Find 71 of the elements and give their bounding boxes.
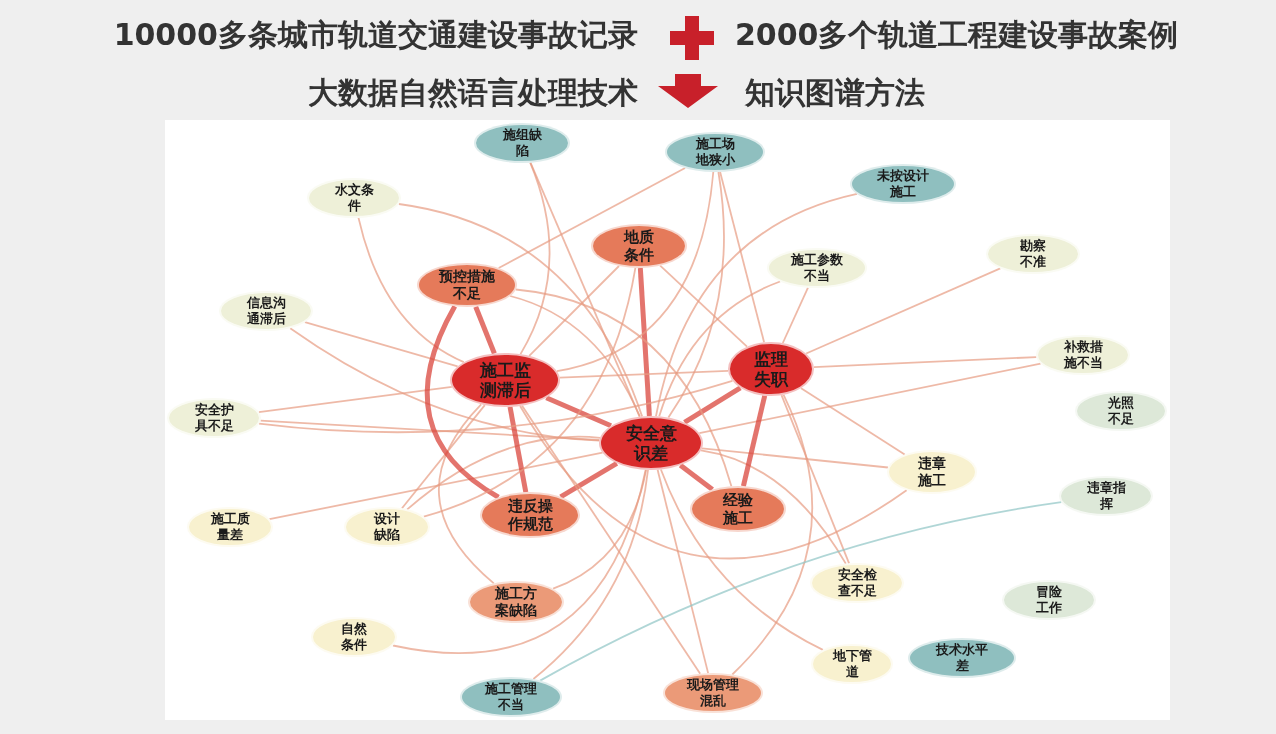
node-label: 技术水平差 bbox=[935, 642, 989, 674]
node-label: 地下管道 bbox=[831, 648, 873, 680]
connection-line bbox=[558, 369, 729, 379]
connection-line bbox=[780, 394, 850, 565]
node-label: 预控措施不足 bbox=[438, 268, 496, 302]
connection-line bbox=[667, 171, 725, 419]
connection-line bbox=[683, 385, 742, 425]
connection-line bbox=[357, 217, 465, 363]
node-label: 现场管理混乱 bbox=[686, 677, 740, 709]
connection-line bbox=[532, 469, 649, 680]
node-label: 施工质量差 bbox=[209, 511, 251, 543]
node-label: 安全检查不足 bbox=[836, 567, 878, 599]
connection-line bbox=[740, 395, 768, 487]
node-label: 光照不足 bbox=[1107, 395, 1135, 427]
node-label: 监理失职 bbox=[753, 348, 789, 390]
node-label: 施工方案缺陷 bbox=[494, 585, 538, 619]
connection-line bbox=[731, 393, 813, 676]
connection-line bbox=[422, 267, 637, 518]
connection-line bbox=[655, 193, 858, 417]
connection-line bbox=[473, 305, 497, 355]
node-label: 地质条件 bbox=[623, 228, 655, 264]
connection-line bbox=[259, 419, 601, 441]
connection-line bbox=[398, 203, 643, 418]
connection-line bbox=[424, 305, 500, 500]
connection-line bbox=[559, 461, 619, 499]
connection-line bbox=[660, 468, 824, 651]
connection-line bbox=[678, 463, 714, 492]
node-label: 施工监测滞后 bbox=[478, 359, 532, 401]
node-label: 违章指挥 bbox=[1085, 480, 1127, 512]
node-label: 施组缺陷 bbox=[501, 127, 543, 159]
connection-line bbox=[658, 280, 781, 418]
connection-line bbox=[519, 161, 551, 355]
node-label: 安全护具不足 bbox=[193, 402, 235, 434]
node-label: 设计缺陷 bbox=[373, 511, 401, 543]
connection-line bbox=[813, 356, 1038, 368]
node-label: 水文条件 bbox=[333, 182, 375, 214]
heading-text: 10000多条城市轨道交通建设事故记录 bbox=[113, 17, 638, 53]
connection-line bbox=[507, 406, 529, 493]
node-label: 信息沟通滞后 bbox=[245, 295, 287, 327]
node-label: 冒险工作 bbox=[1035, 584, 1063, 616]
node-label: 违反操作规范 bbox=[506, 497, 554, 533]
heading-text: 大数据自然语言处理技术 bbox=[308, 75, 638, 111]
connection-line bbox=[304, 321, 459, 368]
node-label: 经验施工 bbox=[722, 491, 754, 527]
heading-text: 2000多个轨道工程建设事故案例 bbox=[735, 17, 1179, 53]
connection-line bbox=[781, 286, 809, 344]
connection-line bbox=[700, 449, 847, 565]
connection-line bbox=[497, 167, 686, 269]
connection-line bbox=[515, 288, 733, 488]
node-label: 安全意识差 bbox=[624, 422, 678, 464]
connection-line bbox=[392, 469, 647, 655]
connection-line bbox=[637, 267, 652, 417]
node-label: 未按设计施工 bbox=[876, 168, 930, 200]
node-label: 施工场地狭小 bbox=[694, 136, 736, 168]
connection-line bbox=[556, 171, 715, 373]
connection-line bbox=[529, 161, 641, 418]
connection-line bbox=[701, 447, 889, 469]
heading-text: 知识图谱方法 bbox=[745, 75, 925, 111]
connection-line bbox=[656, 468, 709, 674]
connection-line bbox=[258, 386, 453, 413]
connection-line bbox=[401, 404, 486, 510]
node-label: 补救措施不当 bbox=[1062, 339, 1104, 371]
node-label: 勘察不准 bbox=[1019, 238, 1047, 270]
connection-line bbox=[521, 404, 702, 675]
node-label: 施工管理不当 bbox=[484, 681, 538, 713]
connection-line bbox=[719, 171, 765, 344]
connection-line bbox=[545, 395, 612, 428]
node-label: 施工参数不当 bbox=[790, 252, 844, 284]
node-label: 自然条件 bbox=[340, 621, 368, 653]
connection-line bbox=[552, 469, 647, 590]
node-label: 违章施工 bbox=[917, 455, 947, 489]
